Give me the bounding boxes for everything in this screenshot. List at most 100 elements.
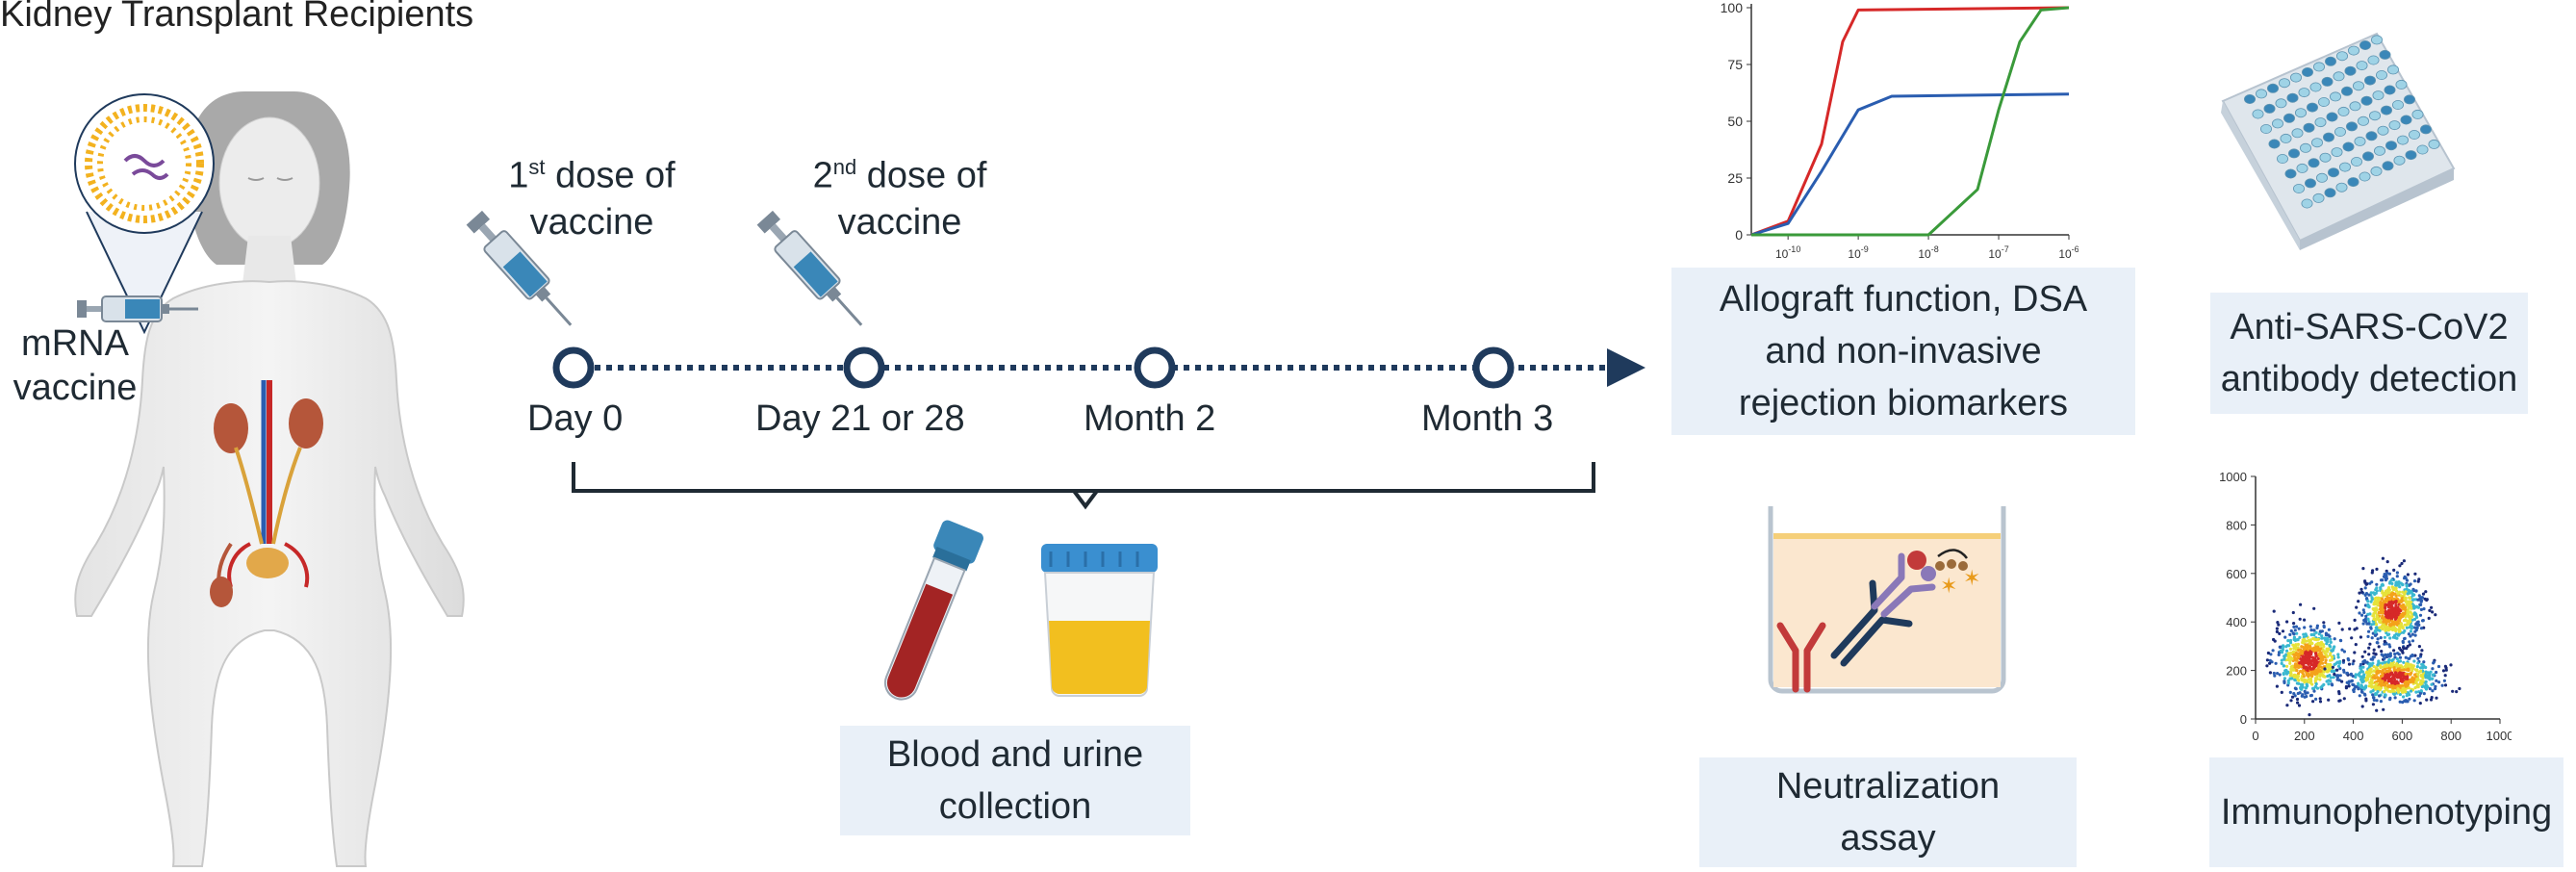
scatter-point — [2392, 627, 2396, 630]
well — [2384, 85, 2396, 95]
scatter-point — [2303, 618, 2307, 622]
scatter-point — [2377, 661, 2381, 665]
scatter-point — [2380, 597, 2385, 601]
y-tick-label: 600 — [2226, 567, 2247, 581]
scatter-point — [2384, 653, 2387, 656]
scatter-point — [2381, 611, 2385, 615]
scatter-point — [2281, 629, 2285, 633]
scatter-point — [2295, 697, 2300, 702]
scatter-point — [2385, 676, 2388, 680]
scatter-point — [2285, 670, 2289, 674]
scatter-point — [2394, 673, 2398, 677]
scatter-point — [2442, 679, 2446, 682]
scatter-point — [2391, 674, 2396, 678]
scatter-point — [2286, 679, 2290, 682]
scatter-point — [2376, 669, 2380, 673]
svg-text:✶: ✶ — [1963, 566, 1980, 590]
scatter-point — [2419, 627, 2424, 630]
scatter-point — [2424, 673, 2428, 677]
scatter-point — [2375, 582, 2379, 586]
scatter-point — [2375, 567, 2379, 571]
scatter-point — [2340, 648, 2344, 652]
scatter-point — [2333, 662, 2336, 667]
scatter-point — [2337, 621, 2341, 625]
scatter-point — [2435, 670, 2438, 675]
scatter-point — [2385, 571, 2389, 575]
scatter-point — [2323, 636, 2327, 640]
scatter-point — [2419, 669, 2423, 673]
scatter-point — [2403, 612, 2407, 616]
scatter-point — [2389, 684, 2393, 688]
scatter-point — [2295, 631, 2299, 635]
scatter-point — [2413, 617, 2417, 621]
scatter-point — [2312, 662, 2316, 666]
scatter-point — [2387, 658, 2391, 662]
scatter-point — [2391, 686, 2395, 690]
immuno-line1: Immunophenotyping — [2220, 792, 2553, 833]
scatter-point — [2290, 695, 2295, 699]
scatter-point — [2359, 675, 2362, 679]
scatter-point — [2280, 690, 2283, 694]
scatter-point — [2330, 669, 2334, 674]
scatter-point — [2367, 646, 2371, 650]
scatter-point — [2405, 600, 2409, 603]
scatter-point — [2359, 662, 2363, 666]
scatter-point — [2292, 650, 2296, 654]
scatter-point — [2285, 704, 2289, 707]
scatter-point — [2359, 587, 2363, 591]
well — [2290, 72, 2303, 83]
well — [2408, 130, 2420, 141]
x-tick-label: 10-6 — [2058, 244, 2079, 261]
scatter-point — [2383, 635, 2386, 639]
scatter-point — [2400, 679, 2404, 683]
scatter-point — [2294, 687, 2298, 691]
scatter-point — [2324, 660, 2328, 665]
well — [2354, 136, 2366, 146]
scatter-point — [2289, 699, 2293, 703]
y-tick-label: 75 — [1727, 57, 1743, 72]
scatter-point — [2318, 678, 2322, 681]
scatter-point — [2306, 669, 2309, 673]
scatter-point — [2371, 681, 2375, 685]
scatter-point — [2362, 673, 2366, 677]
scatter-point — [2383, 656, 2386, 660]
scatter-point — [2394, 615, 2398, 620]
scatter-point — [2284, 649, 2289, 653]
scatter-point — [2371, 655, 2375, 659]
scatter-point — [2412, 598, 2416, 602]
well — [2295, 108, 2308, 118]
scatter-point — [2406, 683, 2410, 687]
scatter-point — [2333, 672, 2336, 677]
scatter-point — [2288, 641, 2293, 645]
scatter-point — [2360, 654, 2364, 658]
scatter-point — [2407, 632, 2410, 636]
scatter-point — [2394, 586, 2398, 590]
scatter-point — [2299, 682, 2303, 686]
scatter-point — [2369, 657, 2373, 661]
scatter-point — [2327, 698, 2331, 702]
scatter-point — [2342, 697, 2346, 701]
scatter-point — [2380, 650, 2384, 654]
scatter-point — [2403, 636, 2407, 640]
scatter-point — [2383, 639, 2386, 644]
scatter-point — [2362, 610, 2366, 614]
scatter-point — [2358, 694, 2361, 698]
scatter-point — [2327, 628, 2331, 631]
scatter-point — [2397, 628, 2401, 631]
well — [2318, 97, 2331, 108]
scatter-point — [2275, 627, 2279, 630]
scatter-point — [2408, 656, 2411, 660]
scatter-point — [2300, 645, 2304, 649]
scatter-point — [2375, 699, 2379, 703]
scatter-point — [2367, 653, 2371, 656]
scatter-point — [2303, 695, 2307, 699]
well — [2296, 163, 2308, 173]
scatter-point — [2402, 695, 2406, 699]
scatter-point — [2411, 603, 2416, 607]
scatter-point — [2381, 604, 2385, 608]
scatter-point — [2409, 689, 2413, 693]
timepoint-marker — [1134, 346, 1176, 389]
well — [2244, 94, 2257, 105]
scatter-point — [2409, 634, 2412, 638]
